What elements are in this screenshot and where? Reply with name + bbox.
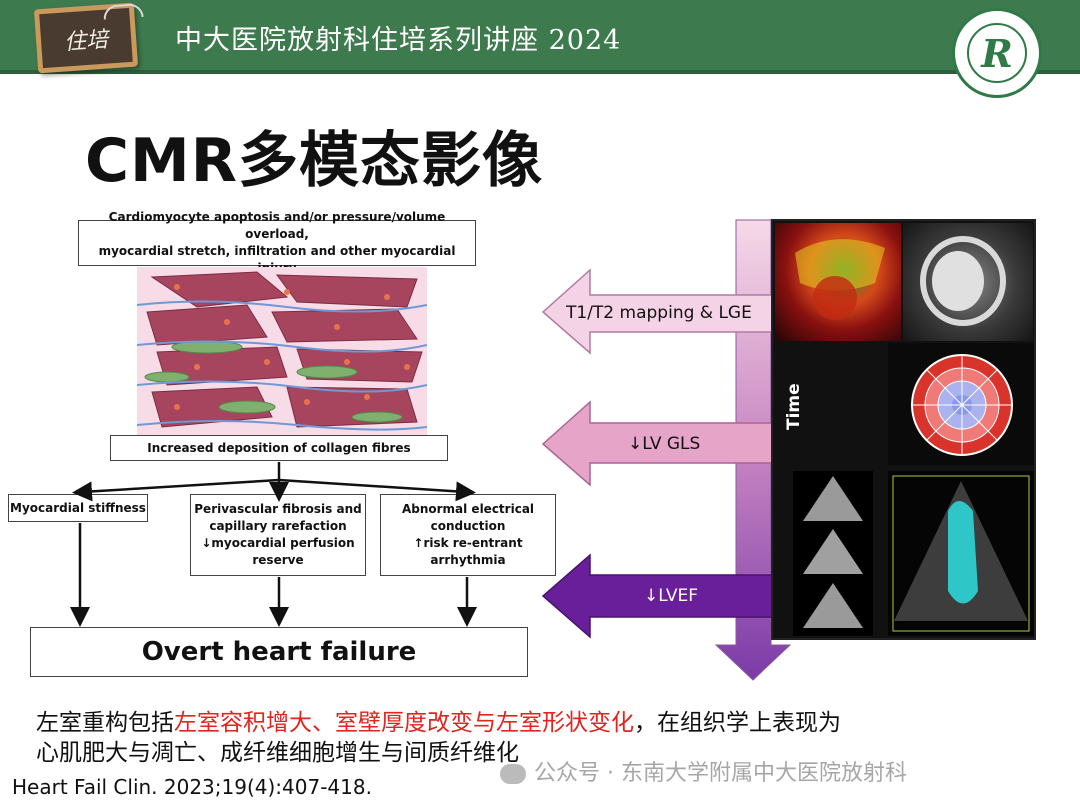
summary-highlight: 左室容积增大、室壁厚度改变与左室形状变化: [174, 710, 634, 736]
lge-svg: [920, 236, 1006, 326]
watermark-text: 公众号 · 东南大学附属中大医院放射科: [534, 761, 907, 786]
mapping-arrow-label: T1/T2 mapping & LGE: [566, 303, 752, 323]
radiology-logo: R: [952, 8, 1042, 98]
bullseye-svg: [911, 354, 1013, 456]
t1-map-svg: [795, 239, 885, 320]
perivascular-box: Perivascular fibrosis and capillary rare…: [190, 494, 366, 576]
electrical-line-1: Abnormal electrical: [401, 502, 535, 516]
bullseye-image: [888, 343, 1034, 465]
wechat-icon: [500, 764, 526, 784]
watermark: 公众号 · 东南大学附属中大医院放射科: [500, 755, 907, 787]
echo-strip-svg: [803, 476, 863, 628]
logo-inner-ring: R: [967, 23, 1027, 83]
echo-3d-svg: [892, 475, 1030, 632]
chalkboard-badge: 住培: [33, 2, 144, 74]
injury-line-1: Cardiomyocyte apoptosis and/or pressure/…: [108, 210, 446, 241]
header-title: 中大医院放射科住培系列讲座 2024: [175, 25, 622, 56]
lge-image: [903, 223, 1033, 341]
summary-text: 左室重构包括左室容积增大、室壁厚度改变与左室形状变化，在组织学上表现为 心肌肥大…: [36, 708, 1046, 768]
collagen-box: Increased deposition of collagen fibres: [110, 435, 448, 461]
logo-letter: R: [981, 31, 1013, 76]
electrical-box: Abnormal electrical conduction ↑risk re-…: [380, 494, 556, 576]
citation: Heart Fail Clin. 2023;19(4):407-418.: [12, 775, 372, 799]
stiffness-box: Myocardial stiffness: [8, 494, 148, 522]
slide-header: [0, 0, 1080, 70]
electrical-line-2: conduction: [430, 519, 506, 533]
summary-line-2: 心肌肥大与凋亡、成纤维细胞增生与间质纤维化: [36, 740, 519, 766]
tissue-svg: [136, 271, 428, 431]
chalkboard-text: 住培: [63, 27, 110, 56]
gls-arrow-label: ↓LV GLS: [628, 434, 701, 454]
chalkboard-string: [102, 2, 144, 20]
injury-box: Cardiomyocyte apoptosis and/or pressure/…: [78, 210, 476, 275]
echo-strip-image: [793, 471, 873, 636]
summary-line-1-prefix: 左室重构包括: [36, 710, 174, 736]
overt-heart-failure-box: Overt heart failure: [30, 627, 528, 677]
electrical-line-3: ↑risk re-entrant: [413, 536, 523, 550]
cmr-imaging-panel: [771, 219, 1036, 640]
perivascular-line-3: ↓myocardial perfusion: [201, 536, 355, 550]
summary-line-1: 左室重构包括左室容积增大、室壁厚度改变与左室形状变化，在组织学上表现为: [36, 708, 1046, 738]
lvef-arrow-label: ↓LVEF: [644, 586, 698, 606]
slide-title: CMR多模态影像: [85, 126, 543, 196]
summary-line-1-suffix: ，在组织学上表现为: [634, 710, 841, 736]
t1-map-image: [775, 223, 901, 341]
perivascular-line-4: reserve: [252, 553, 304, 567]
echo-3d-image: [888, 471, 1034, 636]
myocardial-tissue-illustration: [136, 267, 428, 437]
header-divider: [0, 70, 1080, 74]
perivascular-line-2: capillary rarefaction: [209, 519, 347, 533]
electrical-line-4: arrhythmia: [430, 553, 506, 567]
time-axis-label: Time: [784, 383, 804, 430]
perivascular-line-1: Perivascular fibrosis and: [194, 502, 362, 516]
